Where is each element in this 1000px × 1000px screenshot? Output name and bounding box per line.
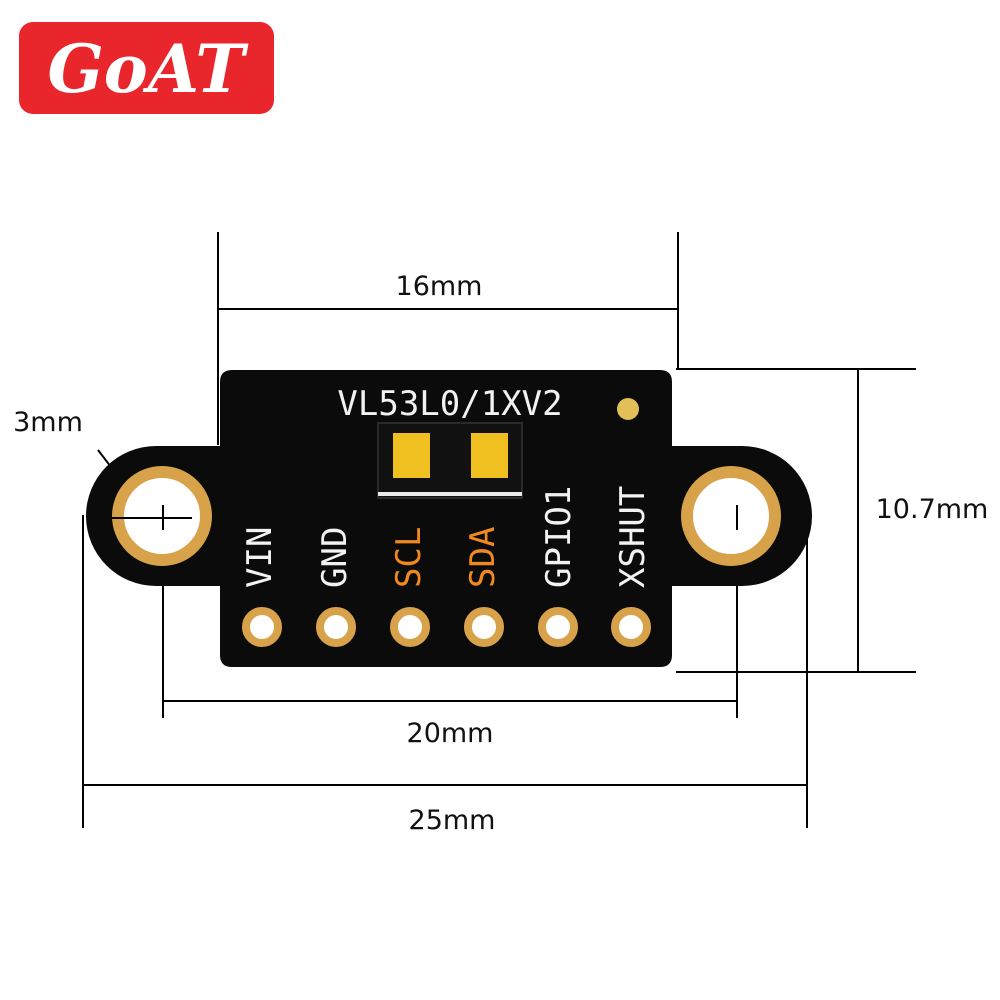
pcb-outline [86,370,812,667]
pin-label-gpio1: GPIO1 [539,486,579,588]
header-pads [242,607,651,647]
sensor-board: VL53L0/1XV2 VIN GND SCL SDA GPIO1 XSHUT [86,370,812,667]
dim-label-3mm: 3mm [13,407,83,438]
pin-label-gnd: GND [315,527,355,588]
sensor-receiver-window [471,433,508,478]
pad-gnd [316,607,356,647]
pin-labels: VIN GND SCL SDA GPIO1 XSHUT [240,486,653,588]
dim-label-16mm: 16mm [396,271,483,302]
tof-sensor [377,422,523,499]
dim-label-25mm: 25mm [409,805,496,836]
pin-label-xshut: XSHUT [613,486,653,588]
dim-label-10-7mm: 10.7mm [876,494,989,525]
pad-vin [242,607,282,647]
sensor-emitter-window [393,433,430,478]
logo-badge [19,22,274,114]
pin-label-sda: SDA [463,527,503,588]
sensor-edge [378,492,522,496]
pad-xshut [611,607,651,647]
pin-label-vin: VIN [240,527,280,588]
logo-text: GoAT [47,30,249,108]
pad-sda [464,607,504,647]
goat-logo: GoAT [19,22,274,114]
dim-label-20mm: 20mm [407,718,494,749]
pad-scl [390,607,430,647]
mounting-hole-right [681,466,781,566]
pad-gpio1 [538,607,578,647]
pin-label-scl: SCL [389,527,429,588]
model-label: VL53L0/1XV2 [337,384,562,424]
dimension-lines [82,232,916,828]
dimension-labels: 16mm 10.7mm 3mm 20mm 25mm [13,271,988,836]
pin1-marker [617,398,639,420]
